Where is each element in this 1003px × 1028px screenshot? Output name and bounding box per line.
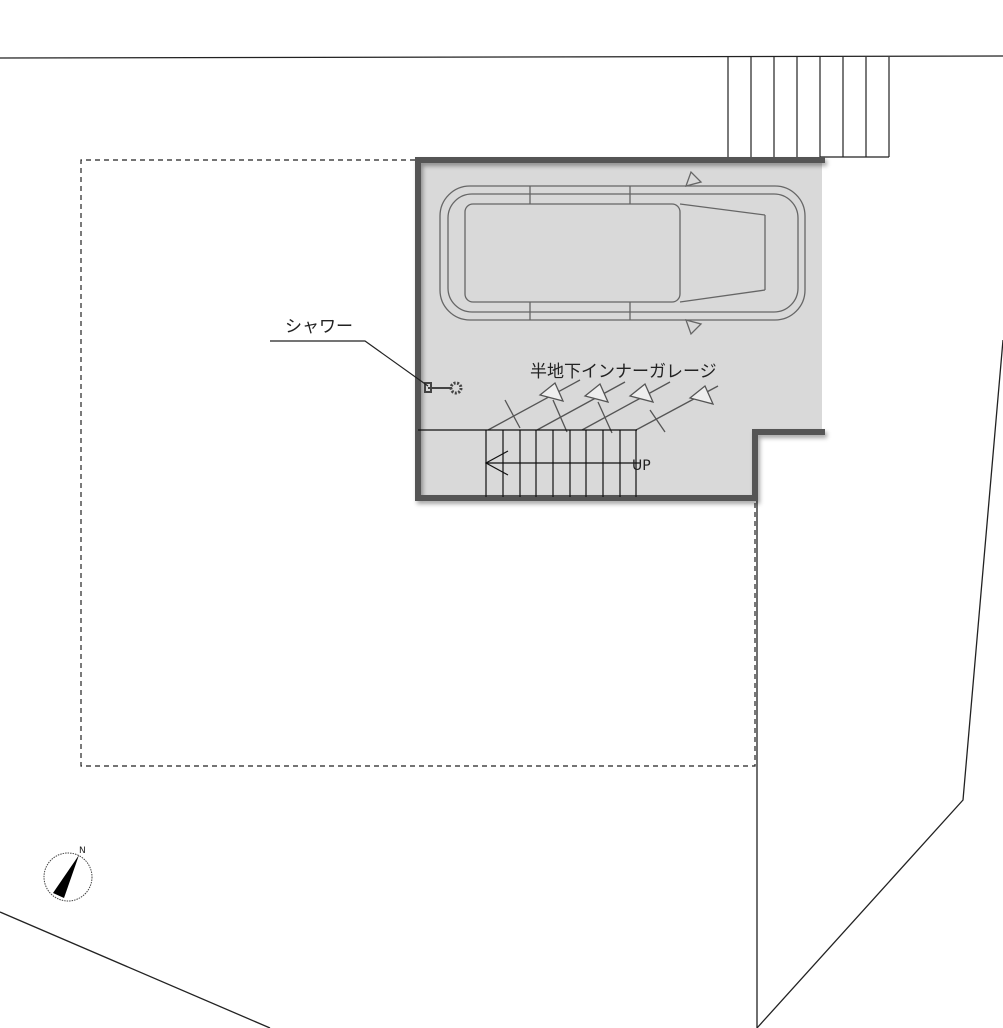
garage-label: 半地下インナーガレージ — [530, 362, 717, 382]
interior-stairs — [418, 429, 640, 497]
garage-walls — [415, 157, 825, 501]
north-arrow-icon: N — [43, 846, 93, 902]
shower-leader-line — [270, 340, 429, 387]
outdoor-stairs — [727, 57, 890, 158]
stairs-up-label: UP — [632, 458, 651, 474]
shower-label: シャワー — [285, 317, 353, 337]
car-icon — [439, 170, 806, 336]
site-boundary — [0, 55, 1003, 1028]
shower-icon — [424, 381, 463, 395]
building-outline — [80, 159, 756, 767]
north-label: N — [79, 846, 86, 856]
bicycle-icon — [487, 379, 719, 434]
